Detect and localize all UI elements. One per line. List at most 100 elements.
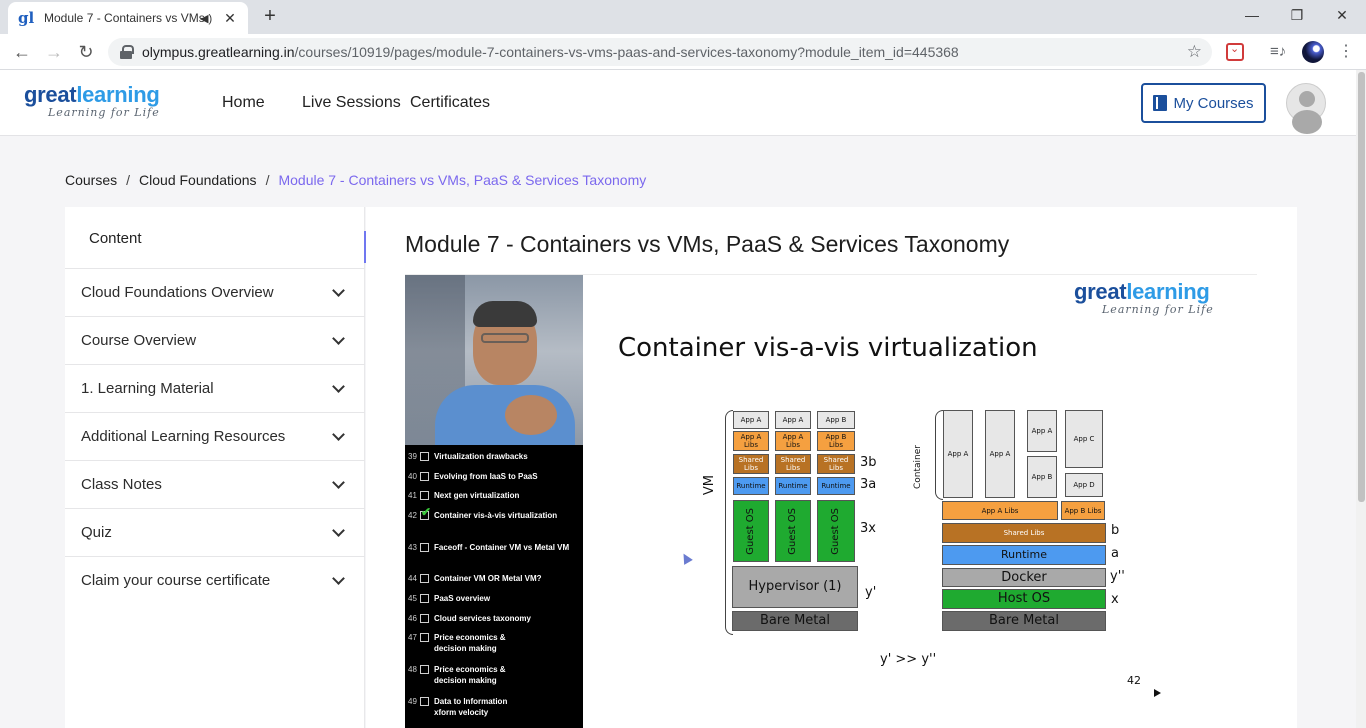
checkbox-icon: [420, 574, 429, 583]
container-runtime: Runtime: [942, 545, 1106, 565]
vm-runtime: Runtime: [733, 477, 769, 495]
sidebar-item-class-notes[interactable]: Class Notes: [65, 460, 365, 508]
container-host-os: Host OS: [942, 589, 1106, 609]
toc-title: Data to Information xform velocity: [434, 697, 508, 717]
vm-shared-libs: Shared Libs: [775, 454, 811, 474]
breadcrumb: Courses/Cloud Foundations/Module 7 - Con…: [65, 172, 646, 188]
media-control-icon[interactable]: ≡♪: [1270, 43, 1287, 60]
browser-toolbar: ← → ↻ olympus.greatlearning.in/courses/1…: [0, 34, 1366, 70]
book-icon: [1153, 95, 1168, 111]
checkmark-icon: ✔: [421, 505, 432, 519]
breadcrumb-cloud-foundations[interactable]: Cloud Foundations: [139, 172, 257, 188]
checkbox-icon: [420, 665, 429, 674]
nav-certificates[interactable]: Certificates: [410, 94, 491, 111]
vm-guest-os: Guest OS: [733, 500, 769, 562]
browser-menu-icon[interactable]: ⋮: [1338, 43, 1354, 60]
url-text[interactable]: olympus.greatlearning.in/courses/10919/p…: [142, 44, 959, 60]
container-app: App D: [1065, 473, 1103, 497]
minimize-icon[interactable]: —: [1245, 7, 1259, 23]
bookmark-star-icon[interactable]: ☆: [1186, 42, 1202, 61]
avatar[interactable]: [1286, 83, 1326, 134]
chevron-down-icon[interactable]: [332, 284, 345, 297]
container-label-x: x: [1111, 592, 1119, 607]
vm-app: App A: [733, 411, 769, 429]
toc-title: Cloud services taxonomy: [434, 614, 531, 623]
sidebar-item-quiz[interactable]: Quiz: [65, 508, 365, 556]
vm-guest-os: Guest OS: [817, 500, 855, 562]
vm-label-3x: 3x: [860, 521, 876, 536]
address-bar[interactable]: olympus.greatlearning.in/courses/10919/p…: [108, 38, 1212, 66]
slide-logo: greatlearning Learning for Life: [1074, 281, 1214, 317]
toc-title: Faceoff - Container VM vs Metal VM: [434, 543, 570, 552]
speaker-icon[interactable]: ◀): [200, 12, 213, 25]
sidebar-item-label: Class Notes: [81, 476, 162, 493]
forward-icon[interactable]: →: [45, 42, 63, 62]
chevron-down-icon[interactable]: [332, 428, 345, 441]
checkbox-icon: [420, 452, 429, 461]
pocket-extension-icon[interactable]: [1226, 42, 1244, 61]
play-icon[interactable]: [1154, 689, 1161, 697]
sidebar-item-additional-resources[interactable]: Additional Learning Resources: [65, 412, 365, 460]
sidebar-item-label: 1. Learning Material: [81, 380, 214, 397]
vm-guest-os: Guest OS: [775, 500, 811, 562]
my-courses-button[interactable]: My Courses: [1141, 83, 1266, 123]
lecture-slide: greatlearning Learning for Life Containe…: [583, 275, 1257, 728]
url-path: /courses/10919/pages/module-7-containers…: [294, 44, 959, 60]
lock-icon[interactable]: [120, 45, 134, 59]
back-icon[interactable]: ←: [13, 42, 31, 62]
chevron-down-icon[interactable]: [332, 380, 345, 393]
my-courses-label: My Courses: [1173, 94, 1254, 112]
sidebar-title: Content: [89, 230, 142, 247]
toc-title: Next gen virtualization: [434, 491, 520, 500]
new-tab-button[interactable]: +: [264, 5, 276, 27]
greatlearning-logo[interactable]: greatlearning Learning for Life: [24, 82, 160, 120]
checkbox-icon: [420, 511, 429, 520]
chevron-down-icon[interactable]: [332, 524, 345, 537]
toc-title: Price economics & decision making: [434, 633, 506, 653]
breadcrumb-courses[interactable]: Courses: [65, 172, 118, 188]
container-label-a: a: [1111, 546, 1119, 561]
profile-icon[interactable]: [1302, 41, 1324, 63]
reload-icon[interactable]: ↻: [78, 42, 94, 62]
guest-os-label: Guest OS: [787, 507, 798, 555]
sidebar-item-label: Claim your course certificate: [81, 572, 271, 589]
sidebar-item-learning-material[interactable]: 1. Learning Material: [65, 364, 365, 412]
sidebar-item-course-overview[interactable]: Course Overview: [65, 316, 365, 364]
vm-bare-metal: Bare Metal: [732, 611, 858, 631]
toc-title: Container vis-à-vis virtualization: [434, 511, 558, 520]
vm-runtime: Runtime: [775, 477, 811, 495]
container-brace: [935, 410, 943, 500]
logo-part-learning: learning: [76, 82, 160, 107]
container-app: App A: [985, 410, 1015, 498]
browser-tab[interactable]: gl Module 7 - Containers vs VMs ◀) ✕: [8, 2, 248, 34]
toc-title: Container VM OR Metal VM?: [434, 574, 542, 583]
nav-live-sessions[interactable]: Live Sessions: [302, 94, 401, 111]
nav-home[interactable]: Home: [222, 94, 265, 111]
checkbox-icon: [420, 697, 429, 706]
page-scrollbar-thumb[interactable]: [1358, 72, 1365, 502]
checkbox-icon: [420, 543, 429, 552]
container-app: App A: [943, 410, 973, 498]
toc-number: 41: [408, 491, 417, 500]
logo-part-great: great: [24, 82, 77, 107]
breadcrumb-current: Module 7 - Containers vs VMs, PaaS & Ser…: [278, 172, 647, 188]
checkbox-icon: [420, 472, 429, 481]
toc-title: Virtualization drawbacks: [434, 452, 528, 461]
chevron-down-icon[interactable]: [332, 476, 345, 489]
restore-icon[interactable]: ❐: [1290, 7, 1304, 23]
slide-comparison: y' >> y'': [880, 652, 937, 667]
sidebar-item-claim-certificate[interactable]: Claim your course certificate: [65, 556, 365, 604]
container-app-b-libs: App B Libs: [1061, 501, 1105, 520]
vm-app: App B: [817, 411, 855, 429]
toc-title: Price economics & decision making: [434, 665, 506, 685]
chevron-down-icon[interactable]: [332, 572, 345, 585]
sidebar-item-cloud-foundations-overview[interactable]: Cloud Foundations Overview: [65, 268, 365, 316]
chevron-down-icon[interactable]: [332, 332, 345, 345]
close-tab-icon[interactable]: ✕: [224, 9, 236, 26]
window-close-icon[interactable]: ✕: [1336, 7, 1348, 23]
toc-number: 42: [408, 511, 417, 520]
slide-number: 42: [1127, 674, 1141, 687]
checkbox-icon: [420, 594, 429, 603]
